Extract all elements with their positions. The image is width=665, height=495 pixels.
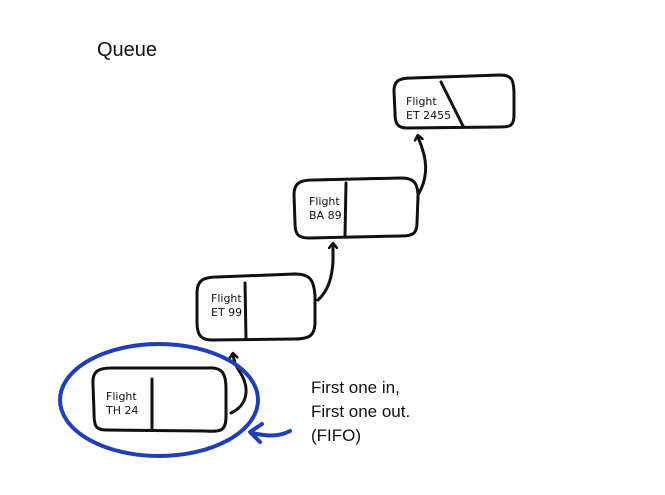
fifo-annotation-line2: First one out. xyxy=(311,402,411,421)
queue-item-box xyxy=(392,73,516,130)
queue-item-box xyxy=(91,366,228,433)
queue-item-label-line2: BA 89 xyxy=(309,209,342,222)
first-item-highlight xyxy=(58,342,260,458)
diagram-title: Queue xyxy=(97,39,158,61)
queue-item-label: Flight ET 99 xyxy=(211,292,242,320)
queue-item-label: Flight ET 2455 xyxy=(406,95,451,123)
queue-item-label-line2: ET 99 xyxy=(211,306,243,319)
queue-item-label-line2: ET 2455 xyxy=(406,109,452,122)
queue-item-label-line1: Flight xyxy=(406,95,437,108)
dequeue-arrow xyxy=(231,354,248,415)
queue-item-label-line1: Flight xyxy=(211,292,242,305)
fifo-annotation-line1: First one in, xyxy=(311,378,400,397)
queue-item-label: Flight BA 89 xyxy=(309,195,342,223)
queue-item-label-line2: TH 24 xyxy=(106,404,139,417)
queue-item-label: Flight TH 24 xyxy=(106,390,138,418)
queue-item-label-line1: Flight xyxy=(106,390,137,403)
fifo-pointer-arrow xyxy=(248,422,292,444)
queue-item-label-line1: Flight xyxy=(309,195,340,208)
fifo-annotation: First one in, First one out. (FIFO) xyxy=(311,376,410,448)
next-arrow xyxy=(316,244,333,302)
next-arrow xyxy=(418,136,428,197)
queue-item-box xyxy=(195,272,317,342)
queue-item-box xyxy=(292,176,420,240)
fifo-annotation-line3: (FIFO) xyxy=(311,426,362,445)
